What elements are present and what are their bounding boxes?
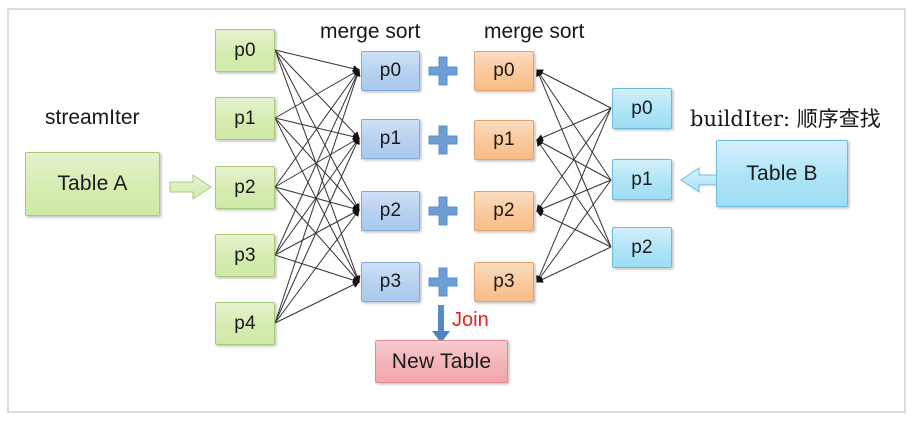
merge-sort-right-label: merge sort [484, 20, 585, 43]
stream-partition-p0[interactable]: p0 [215, 29, 275, 72]
left-sorted-p3[interactable]: p3 [361, 262, 420, 302]
build-partition-p2[interactable]: p2 [612, 227, 672, 268]
table-b-box[interactable]: Table B [716, 140, 848, 207]
table-a-box[interactable]: Table A [25, 152, 160, 216]
right-sorted-p3[interactable]: p3 [474, 262, 534, 302]
left-sorted-p0[interactable]: p0 [361, 51, 420, 91]
left-sorted-p1[interactable]: p1 [361, 119, 420, 159]
stream-partition-p2[interactable]: p2 [215, 166, 275, 209]
right-sorted-p0[interactable]: p0 [474, 51, 534, 91]
right-sorted-p2[interactable]: p2 [474, 191, 534, 231]
stream-iter-label: streamIter [45, 106, 140, 129]
plus-icon-1 [428, 125, 458, 155]
plus-icon-0 [428, 56, 458, 86]
new-table-box[interactable]: New Table [375, 340, 508, 383]
stream-partition-p1[interactable]: p1 [215, 97, 275, 140]
plus-icon-3 [428, 267, 458, 297]
join-label: Join [452, 309, 489, 331]
plus-icon-2 [428, 196, 458, 226]
build-partition-p1[interactable]: p1 [612, 159, 672, 200]
build-partition-p0[interactable]: p0 [612, 88, 672, 129]
stream-partition-p3[interactable]: p3 [215, 234, 275, 277]
stream-partition-p4[interactable]: p4 [215, 302, 275, 345]
build-iter-label: buildIter: 顺序查找 [690, 107, 881, 131]
right-sorted-p1[interactable]: p1 [474, 120, 534, 160]
left-sorted-p2[interactable]: p2 [361, 191, 420, 231]
table-a-arrow [169, 174, 212, 200]
merge-sort-left-label: merge sort [320, 20, 421, 43]
